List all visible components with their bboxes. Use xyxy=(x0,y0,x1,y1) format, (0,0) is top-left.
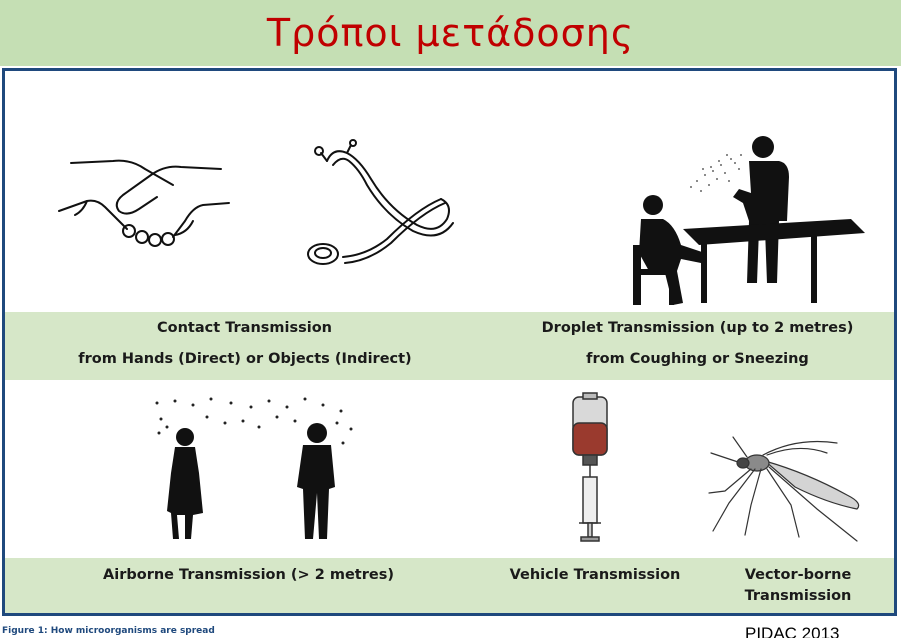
contact-label-line1: Contact Transmission xyxy=(157,320,332,336)
label-band-bottom xyxy=(5,558,894,613)
vector-label-line1: Vector-borne xyxy=(744,567,852,583)
title-band: Τρόποι μετάδοσης xyxy=(0,0,901,66)
handshake-icon xyxy=(53,141,238,251)
airborne-people-icon xyxy=(147,393,377,543)
transmission-figure: Contact Transmission from Hands (Direct)… xyxy=(2,68,897,616)
contact-label-line2: from Hands (Direct) or Objects (Indirect… xyxy=(78,351,412,367)
iv-bag-syringe-icon xyxy=(561,391,621,551)
slide-title: Τρόποι μετάδοσης xyxy=(266,11,635,55)
droplet-label-line1: Droplet Transmission (up to 2 metres) xyxy=(541,320,854,336)
figure-caption: Figure 1: How microorganisms are spread xyxy=(2,626,215,636)
label-band-top xyxy=(5,312,894,380)
mosquito-icon xyxy=(707,433,887,543)
vector-label-line2: Transmission xyxy=(744,588,852,604)
airborne-label: Airborne Transmission (> 2 metres) xyxy=(103,567,394,583)
sneezing-person-icon xyxy=(621,133,871,313)
stethoscope-icon xyxy=(297,139,477,269)
source-label: PIDAC 2013 xyxy=(745,624,840,638)
droplet-label-line2: from Coughing or Sneezing xyxy=(586,351,809,367)
vehicle-label: Vehicle Transmission xyxy=(509,567,681,583)
